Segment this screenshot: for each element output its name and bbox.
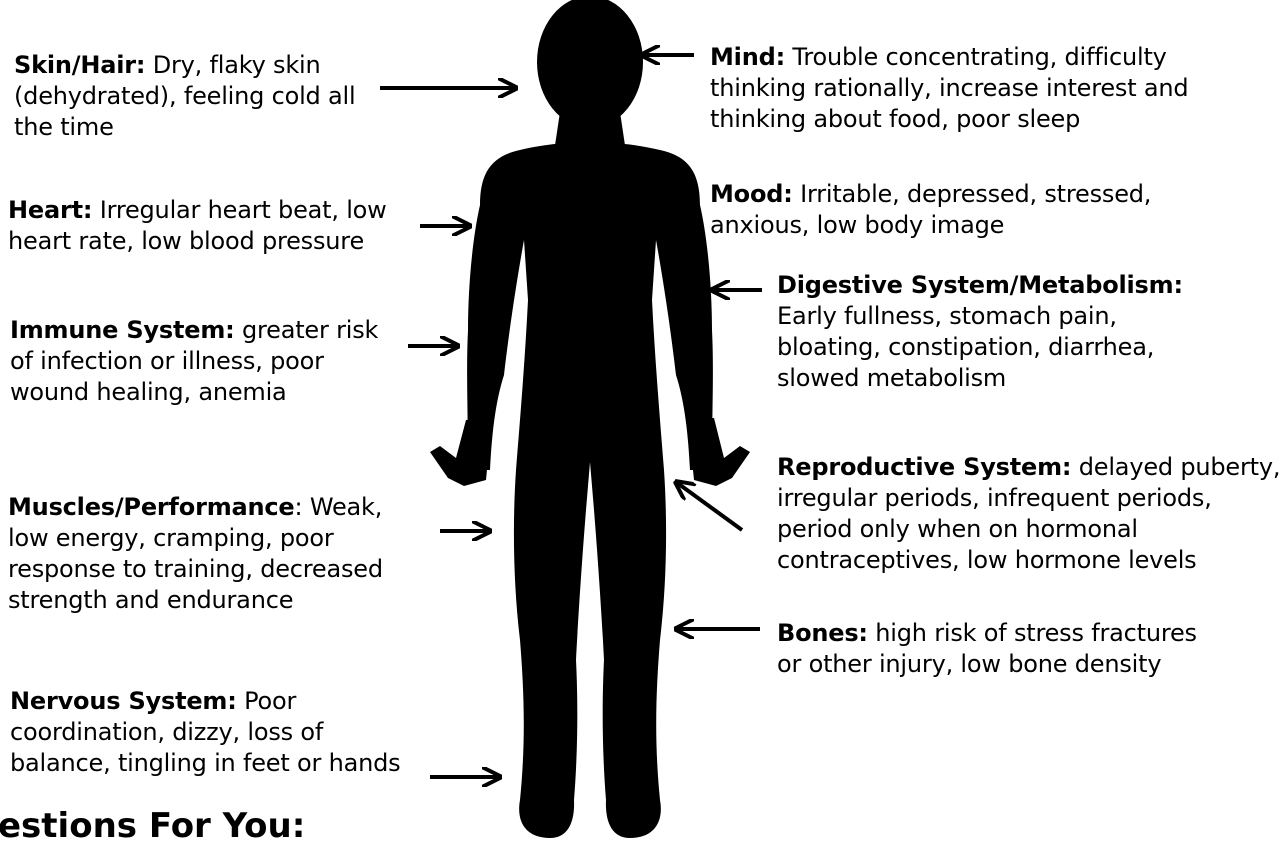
torso-and-legs-shape <box>467 142 713 838</box>
label-heart: Heart: Irregular heart beat, low heart r… <box>8 195 418 257</box>
human-silhouette <box>430 0 750 838</box>
label-mind: Mind: Trouble concentrating, difficulty … <box>710 42 1250 135</box>
label-immune: Immune System: greater risk of infection… <box>10 315 400 408</box>
footer-title: estions For You: <box>0 806 305 846</box>
label-mood: Mood: Irritable, depressed, stressed, an… <box>710 179 1210 241</box>
label-mind-heading: Mind: <box>710 43 785 71</box>
label-bones-heading: Bones: <box>777 619 868 647</box>
label-reproductive-heading: Reproductive System: <box>777 453 1071 481</box>
label-digestive-body: Early fullness, stomach pain, bloating, … <box>777 302 1154 392</box>
label-reproductive: Reproductive System: delayed puberty, ir… <box>777 452 1282 576</box>
label-immune-heading: Immune System: <box>10 316 235 344</box>
label-skin-hair: Skin/Hair: Dry, flaky skin (dehydrated),… <box>14 50 384 143</box>
label-skin-hair-heading: Skin/Hair: <box>14 51 145 79</box>
label-bones: Bones: high risk of stress fractures or … <box>777 618 1197 680</box>
left-hand-shape <box>430 418 492 486</box>
head-shape <box>537 0 643 128</box>
label-digestive-heading: Digestive System/Metabolism: <box>777 271 1183 299</box>
label-mood-heading: Mood: <box>710 180 793 208</box>
label-muscles: Muscles/Performance: Weak, low energy, c… <box>8 492 418 616</box>
label-nervous-heading: Nervous System: <box>10 687 237 715</box>
arrow-reproductive <box>676 482 742 530</box>
right-hand-shape <box>688 418 750 486</box>
label-heart-heading: Heart: <box>8 196 92 224</box>
label-nervous: Nervous System: Poor coordination, dizzy… <box>10 686 430 779</box>
label-digestive: Digestive System/Metabolism: Early fulln… <box>777 270 1197 394</box>
label-muscles-heading: Muscles/Performance <box>8 493 295 521</box>
